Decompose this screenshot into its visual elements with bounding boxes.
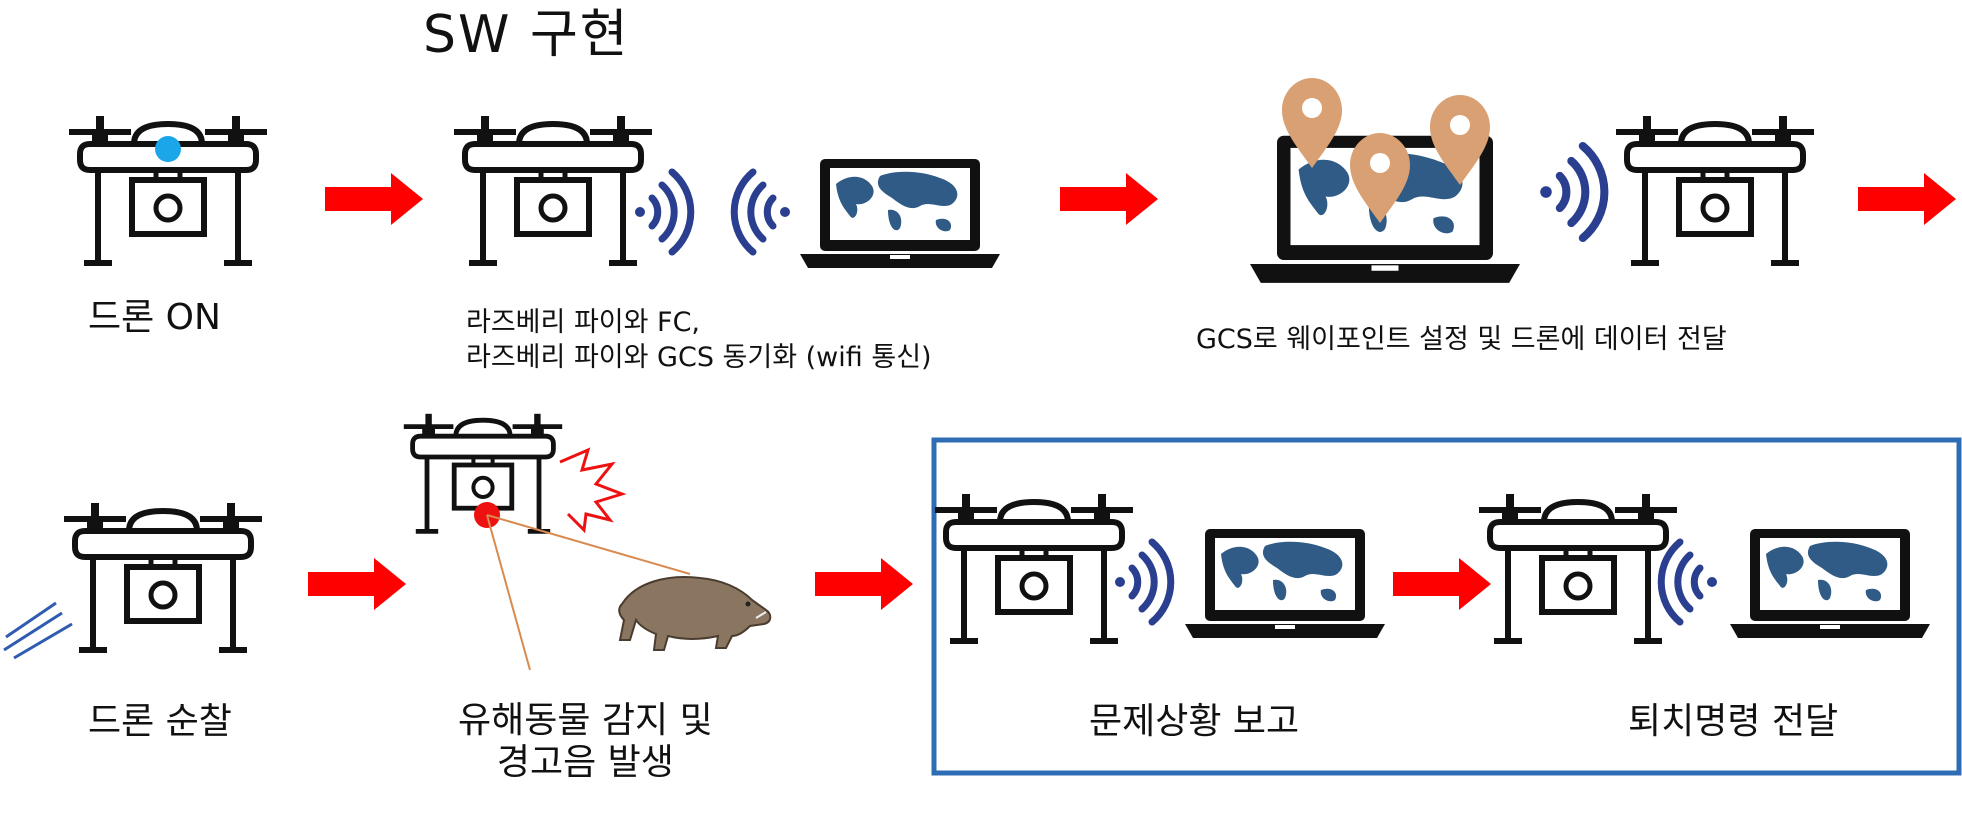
step-label-waypoint: GCS로 웨이포인트 설정 및 드론에 데이터 전달 [1196,324,1727,355]
wifi-signal-icon [1540,146,1604,238]
drone-receive-icon [1616,116,1814,263]
arrow-4 [308,558,406,610]
alarm-burst-icon [559,447,627,534]
arrow-1 [325,173,423,225]
laptop-gcs-icon [800,159,1000,268]
gcs-laptop-waypoint-icon [1250,78,1520,283]
drone-report-icon [935,494,1133,641]
detection-beam [486,514,691,671]
step-label-drone-on: 드론 ON [88,297,221,338]
arrow-2 [1060,173,1158,225]
drone-sync-icon [454,116,652,263]
laptop-report-icon [1185,529,1385,638]
boar-icon [618,576,772,651]
feedback-box [931,437,1962,776]
arrow-6 [1393,558,1491,610]
step-label-detect: 유해동물 감지 및 경고음 발생 [458,700,713,784]
drone-detect-icon [404,414,562,532]
drone-on-icon [69,116,267,263]
step-label-command: 퇴치명령 전달 [1628,701,1839,742]
step-label-sync: 라즈베리 파이와 FC, 라즈베리 파이와 GCS 동기화 (wifi 통신) [466,307,932,373]
motion-lines-icon [3,601,73,660]
arrow-3 [1858,173,1956,225]
step-label-report: 문제상황 보고 [1089,701,1300,742]
wifi-signal-icon [734,172,790,252]
wifi-signal-icon [1115,542,1171,622]
drone-command-icon [1479,494,1677,641]
arrow-5 [815,558,913,610]
laptop-command-icon [1730,529,1930,638]
page-title: SW 구현 [423,5,630,65]
step-label-patrol: 드론 순찰 [88,701,232,742]
sensor-on-indicator [155,136,181,162]
wifi-signal-icon [1661,542,1717,622]
drone-patrol-icon [64,503,262,650]
wifi-signal-icon [635,172,691,252]
